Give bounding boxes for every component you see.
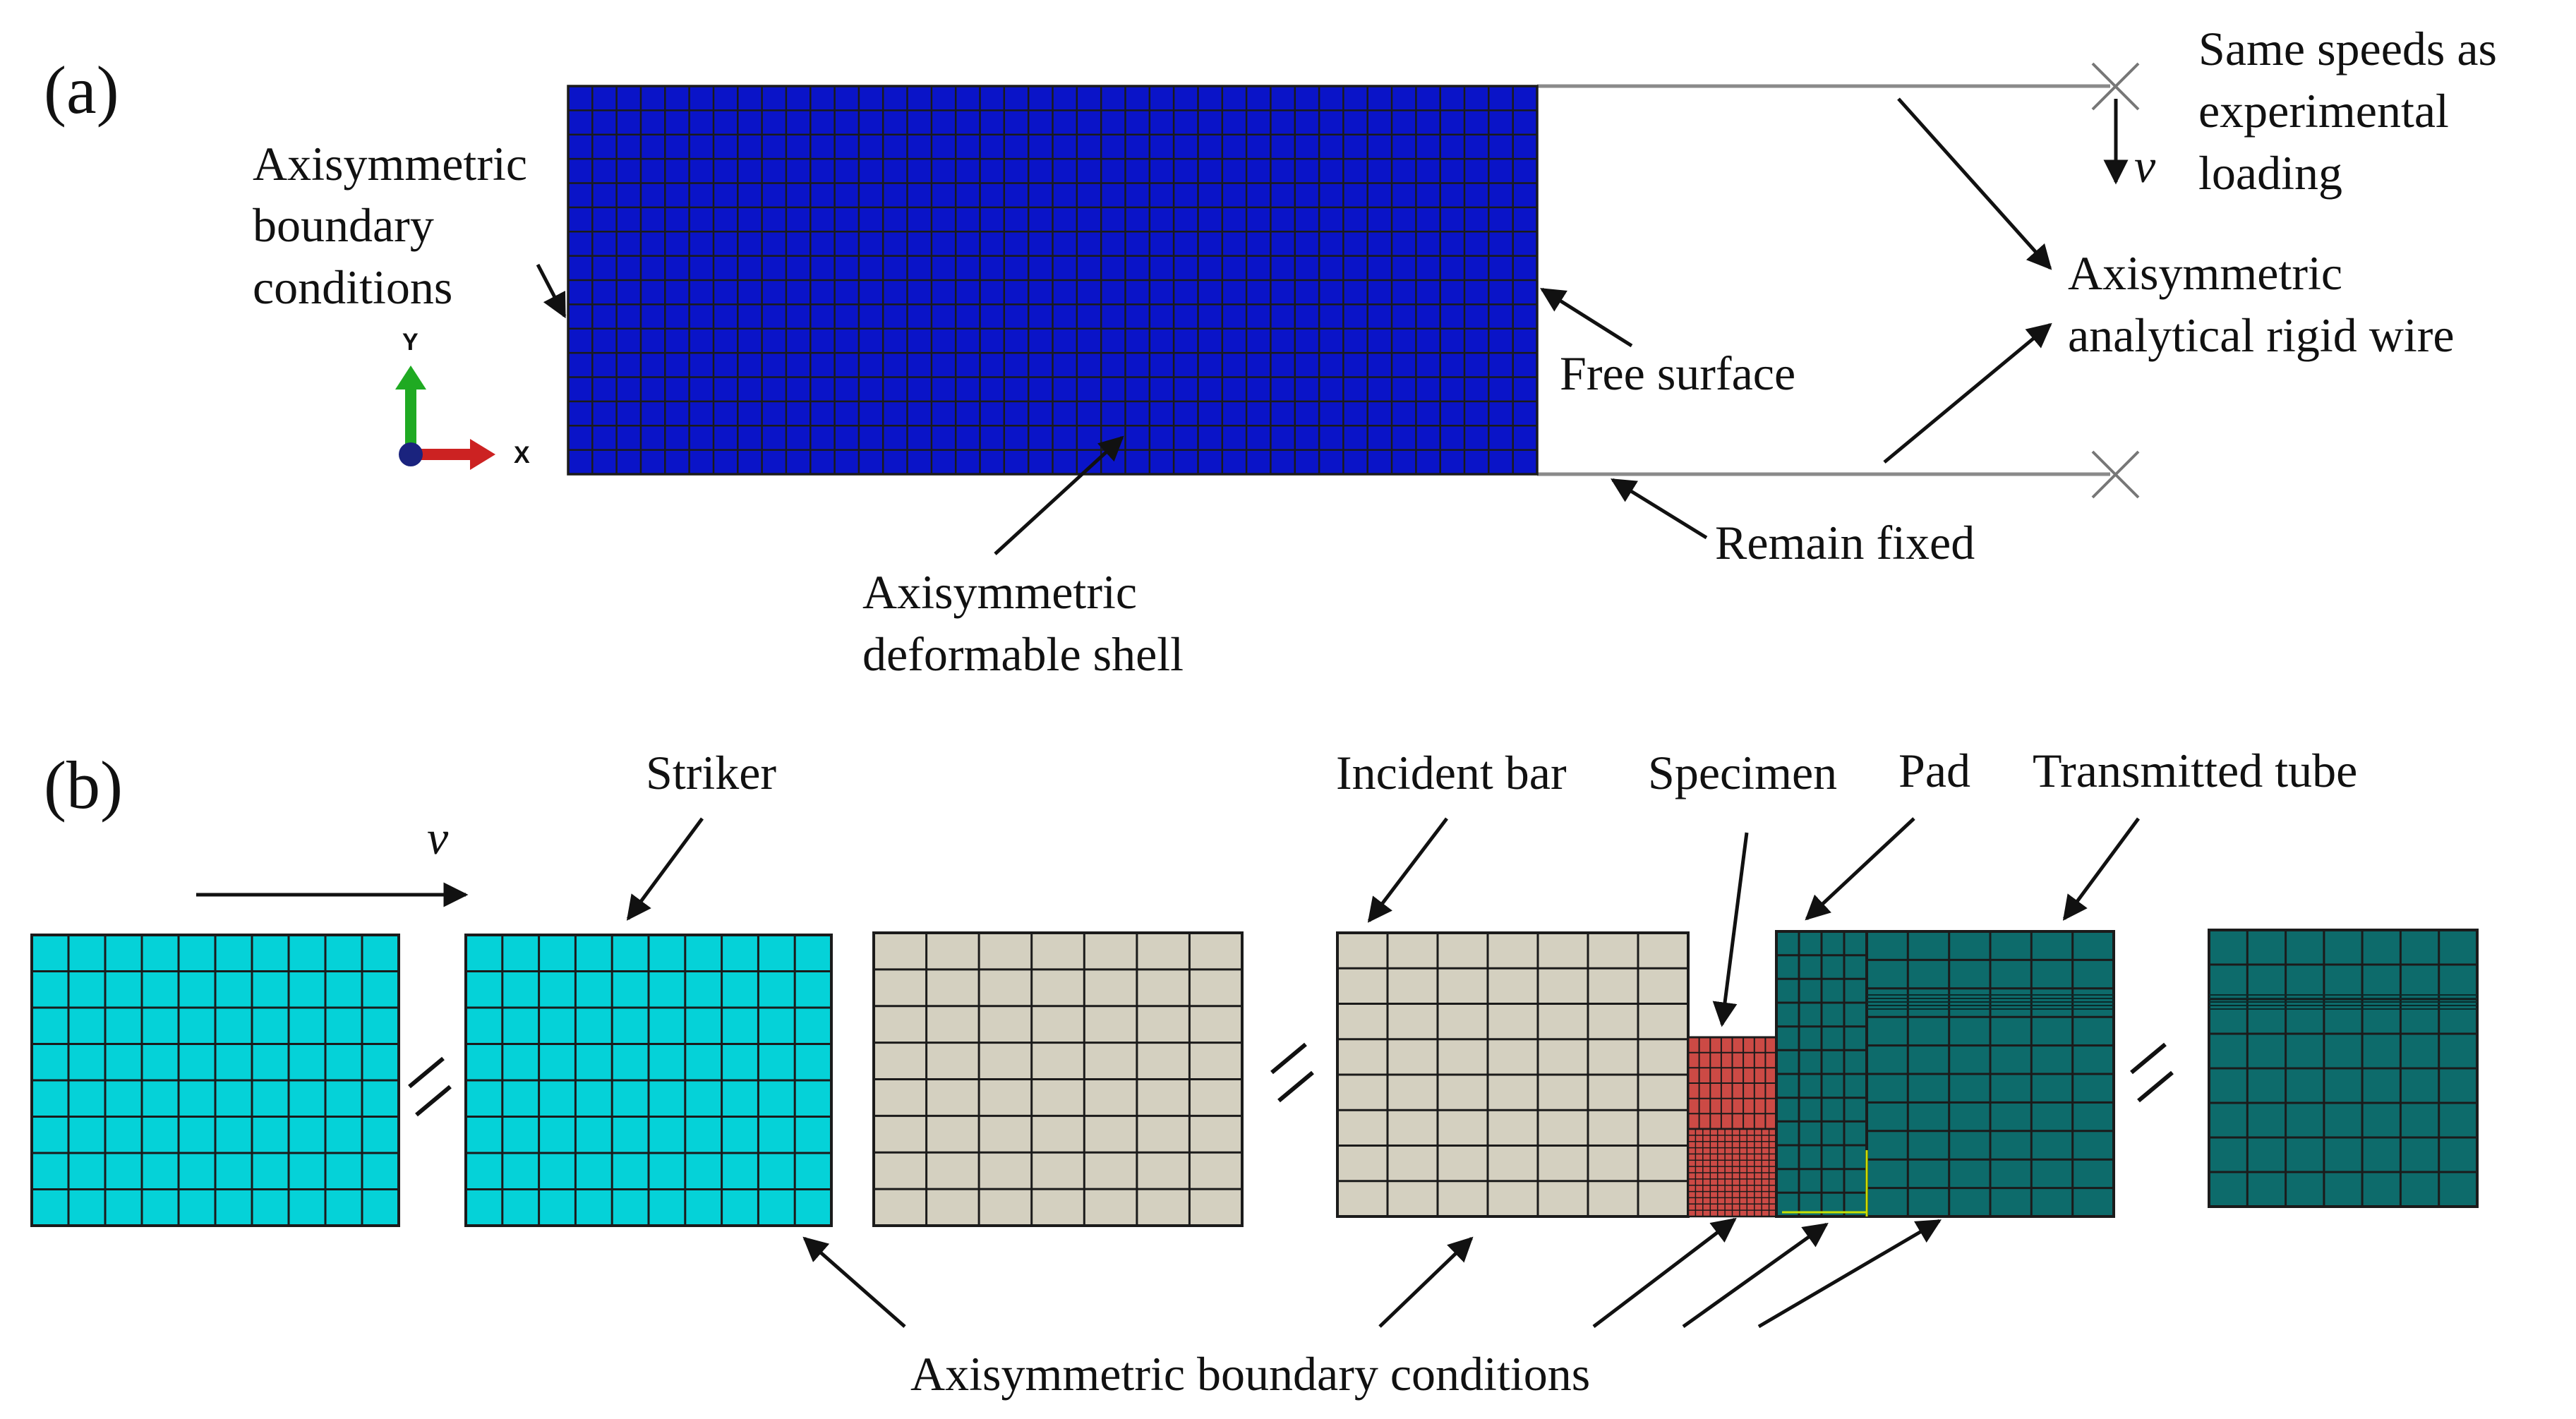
label-same-speeds-line2: experimental — [2198, 84, 2449, 138]
panel-a-label: (a) — [44, 52, 119, 128]
label-specimen: Specimen — [1648, 746, 1837, 799]
bar-system-meshes — [30, 929, 2479, 1227]
coordinate-axes: Y X — [395, 329, 530, 470]
incident-bar-left-segment — [872, 931, 1244, 1227]
y-axis-arrowhead — [395, 366, 426, 390]
arrow-to-left-edge — [536, 263, 567, 319]
striker-right-segment — [464, 934, 833, 1227]
arrow-to-tube — [2062, 817, 2141, 921]
pad-mesh — [1775, 930, 1868, 1218]
break-marks — [408, 1042, 2174, 1117]
label-axisymmetric-bc-a-line3: conditions — [253, 260, 452, 314]
label-same-speeds: Same speeds as experimental loading — [2198, 22, 2509, 200]
transmitted-tube-far-segment — [2208, 929, 2479, 1208]
arrow-to-bottom-wire — [1611, 478, 1708, 540]
break-mark-striker — [408, 1056, 452, 1117]
x-axis-arrowhead — [470, 439, 495, 470]
arrow-bc-tube — [1757, 1219, 1942, 1329]
label-deformable-shell-line1: Axisymmetric — [862, 565, 1137, 619]
tube-refined-band — [2209, 994, 2477, 1010]
arrow-bc-incident — [1378, 1236, 1474, 1328]
arrow-bc-specimen — [1592, 1217, 1737, 1328]
specimen-mesh-lower — [1687, 1128, 1778, 1218]
tube-refined-band — [1867, 994, 2114, 1010]
break-mark-tube — [2130, 1042, 2174, 1103]
arrow-to-striker — [626, 817, 704, 921]
arrow-to-shell — [994, 435, 1124, 555]
arrow-bc-pad — [1682, 1222, 1829, 1329]
label-axisymmetric-bc-a-line2: boundary — [253, 198, 434, 252]
shell-element-grid — [567, 85, 1539, 476]
incident-bar-right-segment — [1336, 931, 1690, 1218]
transmitted-tube-mesh — [1865, 930, 2115, 1218]
label-axisymmetric-bc-a: Axisymmetric boundary conditions — [253, 137, 539, 314]
deformable-shell-mesh — [567, 85, 1539, 476]
label-incident-bar: Incident bar — [1336, 746, 1567, 799]
label-rigid-wire-line1: Axisymmetric — [2068, 246, 2342, 300]
break-mark-incident — [1270, 1042, 1314, 1103]
label-velocity-b: v — [427, 811, 449, 864]
wire-end-cross-top — [2091, 62, 2140, 111]
arrow-to-top-wire-label — [1897, 97, 2052, 270]
axis-origin — [399, 442, 423, 466]
arrow-to-specimen — [1712, 832, 1749, 1027]
y-axis-label: Y — [402, 329, 419, 356]
label-free-surface: Free surface — [1560, 346, 1795, 400]
label-same-speeds-line3: loading — [2198, 146, 2342, 200]
panel-b: (b) Striker Incident bar Specimen Pad Tr… — [30, 744, 2479, 1401]
label-deformable-shell: Axisymmetric deformable shell — [862, 565, 1184, 681]
panel-b-label: (b) — [44, 747, 123, 823]
striker-left-segment — [30, 934, 400, 1227]
label-transmitted-tube: Transmitted tube — [2033, 744, 2357, 797]
label-same-speeds-line1: Same speeds as — [2198, 22, 2497, 76]
panel-a: (a) Y X Axisymmetric boundary con — [44, 22, 2509, 681]
arrow-to-free-surface — [1540, 287, 1633, 348]
label-axisymmetric-bc-b: Axisymmetric boundary conditions — [910, 1347, 1590, 1401]
wire-end-cross-bottom — [2091, 450, 2140, 499]
arrow-from-bottom-wire-label — [1883, 322, 2052, 464]
arrow-bc-striker — [802, 1236, 906, 1328]
label-remain-fixed: Remain fixed — [1715, 516, 1975, 569]
boundary-condition-marker — [1782, 1150, 1868, 1216]
label-axisymmetric-bc-a-line1: Axisymmetric — [253, 137, 527, 191]
label-rigid-wire-line2: analytical rigid wire — [2068, 308, 2455, 362]
label-rigid-wire: Axisymmetric analytical rigid wire — [2068, 246, 2455, 362]
label-pad: Pad — [1898, 744, 1970, 797]
label-velocity-a: v — [2134, 139, 2156, 193]
arrow-to-pad — [1805, 817, 1915, 921]
label-deformable-shell-line2: deformable shell — [862, 627, 1184, 681]
arrow-to-incident-bar — [1367, 817, 1448, 923]
x-axis-label: X — [514, 442, 530, 469]
label-striker: Striker — [646, 746, 776, 799]
specimen-mesh-upper — [1687, 1036, 1778, 1130]
